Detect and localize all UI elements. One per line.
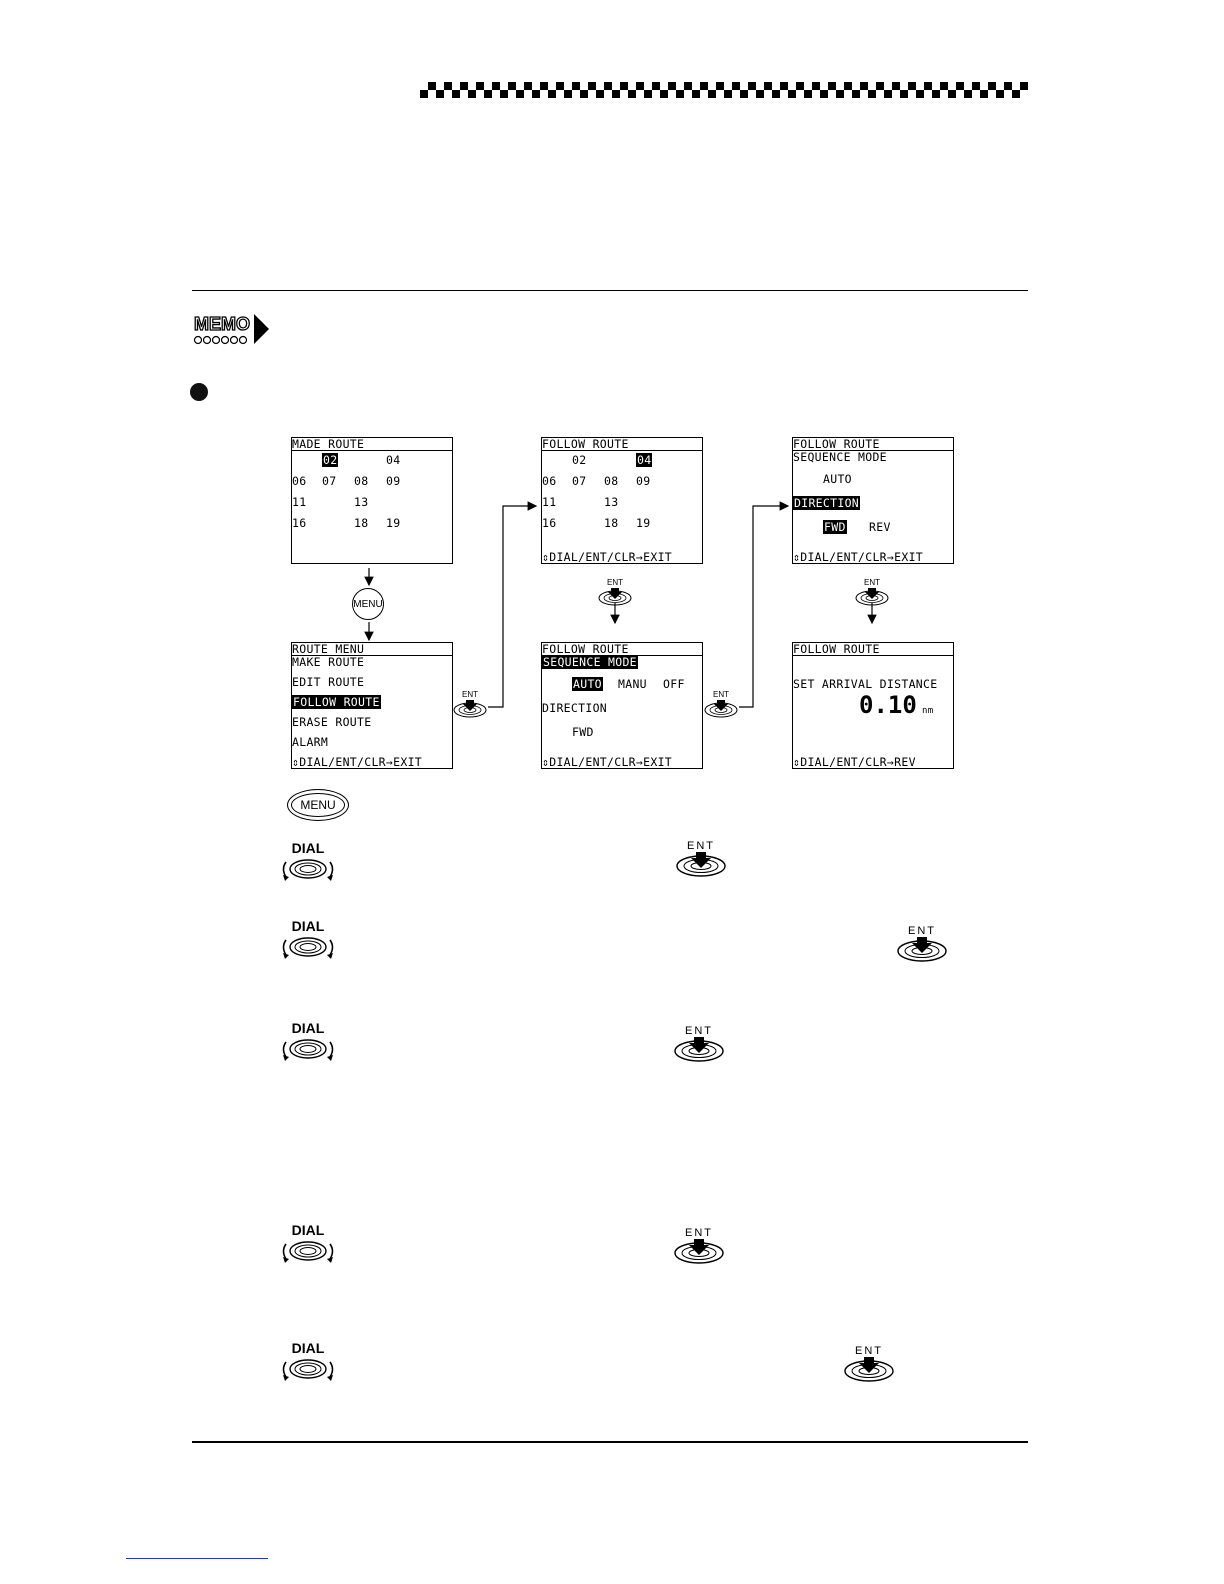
option-manu[interactable]: MANU (618, 677, 647, 691)
route-13[interactable]: 13 (604, 495, 619, 509)
sequence-mode-label: SEQUENCE MODE (542, 655, 638, 669)
route-16[interactable]: 16 (542, 516, 557, 530)
dial-key[interactable]: DIAL (280, 1222, 336, 1264)
route-06[interactable]: 06 (542, 474, 557, 488)
lcd-route-menu: ROUTE MENU MAKE ROUTE EDIT ROUTE FOLLOW … (291, 642, 453, 769)
bottom-divider (192, 1441, 1028, 1443)
ent-key-icon (844, 1357, 894, 1382)
route-04[interactable]: 04 (386, 453, 401, 467)
route-06[interactable]: 06 (292, 474, 307, 488)
dial-knob-icon (282, 1359, 334, 1381)
route-08[interactable]: 08 (604, 474, 619, 488)
route-07[interactable]: 07 (322, 474, 337, 488)
arrival-distance-value[interactable]: 0.10 (859, 691, 917, 719)
dial-key[interactable]: DIAL (280, 840, 336, 882)
route-02[interactable]: 02 (572, 453, 587, 467)
lcd-footer: ⇕DIAL/ENT/CLR→REV (793, 755, 916, 769)
dial-knob-icon (282, 1241, 334, 1263)
ent-key-icon (674, 1239, 724, 1264)
route-07[interactable]: 07 (572, 474, 587, 488)
ent-button-small[interactable]: ENT (597, 578, 633, 606)
lcd-footer: ⇕DIAL/ENT/CLR→EXIT (793, 550, 924, 564)
option-auto[interactable]: AUTO (572, 677, 603, 691)
distance-unit: nm (922, 706, 934, 716)
ent-key[interactable]: ENT (842, 1345, 896, 1383)
lcd-footer: ⇕DIAL/ENT/CLR→EXIT (292, 755, 423, 769)
route-13[interactable]: 13 (354, 495, 369, 509)
lcd-direction: FOLLOW ROUTE SEQUENCE MODE AUTO DIRECTIO… (792, 437, 954, 564)
route-08[interactable]: 08 (354, 474, 369, 488)
ent-key[interactable]: ENT (672, 1227, 726, 1265)
route-18[interactable]: 18 (354, 516, 369, 530)
route-18[interactable]: 18 (604, 516, 619, 530)
option-off[interactable]: OFF (663, 677, 685, 691)
menu-item-erase-route[interactable]: ERASE ROUTE (292, 715, 372, 729)
dial-key[interactable]: DIAL (280, 1340, 336, 1382)
lcd-arrival-distance: FOLLOW ROUTE SET ARRIVAL DISTANCE 0.10 n… (792, 642, 954, 769)
ent-button-small[interactable]: ENT (452, 690, 488, 718)
ent-key-icon (897, 937, 947, 962)
lcd-header: FOLLOW ROUTE (793, 643, 953, 656)
ent-key[interactable]: ENT (674, 840, 728, 878)
menu-item-follow-route[interactable]: FOLLOW ROUTE (292, 695, 381, 709)
ent-key-icon (704, 700, 738, 718)
dial-key[interactable]: DIAL (280, 1020, 336, 1062)
dial-knob-icon (282, 1039, 334, 1061)
lcd-header: FOLLOW ROUTE (542, 438, 702, 451)
ent-key-icon (855, 588, 889, 606)
dial-knob-icon (282, 859, 334, 881)
direction-label: DIRECTION (542, 701, 608, 715)
lcd-follow-route-list: FOLLOW ROUTE 02 04 06 07 08 09 11 13 16 … (541, 437, 703, 564)
memo-icon: MEMO (193, 312, 277, 348)
menu-button[interactable]: MENU (352, 588, 384, 620)
route-09[interactable]: 09 (636, 474, 651, 488)
route-19[interactable]: 19 (386, 516, 401, 530)
dial-key[interactable]: DIAL (280, 918, 336, 960)
lcd-header: MADE ROUTE (292, 438, 452, 451)
lcd-header: FOLLOW ROUTE (793, 438, 953, 451)
menu-key[interactable]: MENU (287, 789, 349, 821)
top-divider (192, 290, 1028, 291)
sequence-mode-value: AUTO (823, 472, 852, 486)
ent-key-icon (453, 700, 487, 718)
footer-link-underline (126, 1558, 268, 1559)
lcd-header: ROUTE MENU (292, 643, 452, 656)
arrival-distance-label: SET ARRIVAL DISTANCE (793, 677, 938, 691)
direction-label: DIRECTION (793, 496, 861, 510)
route-09[interactable]: 09 (386, 474, 401, 488)
direction-value: FWD (572, 725, 594, 739)
lcd-sequence-mode: FOLLOW ROUTE SEQUENCE MODE AUTO MANU OFF… (541, 642, 703, 769)
ent-key-icon (676, 852, 726, 877)
menu-item-edit-route[interactable]: EDIT ROUTE (292, 675, 365, 689)
option-rev[interactable]: REV (869, 520, 891, 534)
section-bullet (190, 383, 208, 401)
ent-button-small[interactable]: ENT (854, 578, 890, 606)
lcd-footer: ⇕DIAL/ENT/CLR→EXIT (542, 550, 673, 564)
route-19[interactable]: 19 (636, 516, 651, 530)
ent-key[interactable]: ENT (672, 1025, 726, 1063)
menu-item-alarm[interactable]: ALARM (292, 735, 329, 749)
lcd-footer: ⇕DIAL/ENT/CLR→EXIT (542, 755, 673, 769)
route-16[interactable]: 16 (292, 516, 307, 530)
dial-knob-icon (282, 937, 334, 959)
ent-key-icon (674, 1037, 724, 1062)
menu-item-make-route[interactable]: MAKE ROUTE (292, 655, 365, 669)
route-04[interactable]: 04 (636, 453, 653, 467)
option-fwd[interactable]: FWD (823, 520, 847, 534)
route-02[interactable]: 02 (322, 453, 339, 467)
route-11[interactable]: 11 (292, 495, 307, 509)
lcd-made-route: MADE ROUTE 02 04 06 07 08 09 11 13 16 18… (291, 437, 453, 564)
checkered-header-band (420, 82, 1028, 98)
sequence-mode-label: SEQUENCE MODE (793, 450, 887, 464)
memo-word: MEMO (194, 314, 250, 334)
route-11[interactable]: 11 (542, 495, 557, 509)
ent-key[interactable]: ENT (895, 925, 949, 963)
ent-key-icon (598, 588, 632, 606)
ent-button-small[interactable]: ENT (703, 690, 739, 718)
